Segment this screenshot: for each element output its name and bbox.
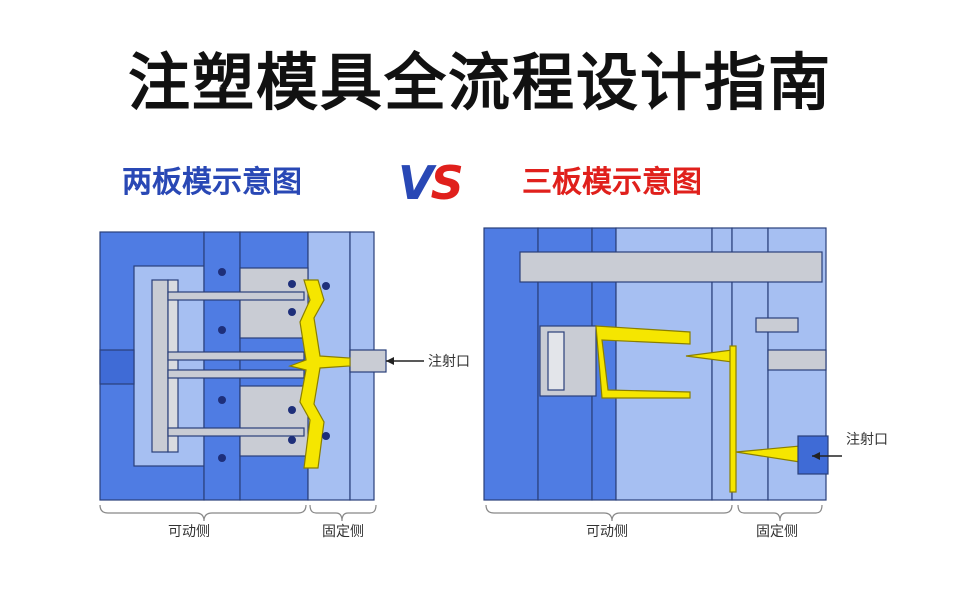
three-plate-fixed-label: 固定侧 xyxy=(756,524,798,540)
ejector-pin-1 xyxy=(167,291,305,301)
three-plate-braces xyxy=(485,504,823,522)
molded-part xyxy=(287,279,351,469)
two-plate-heading: 两板模示意图 xyxy=(122,165,302,200)
page-title: 注塑模具全流程设计指南 xyxy=(127,46,832,119)
vs-badge: VS xyxy=(398,160,464,206)
core-pin-3p xyxy=(547,331,565,391)
vs-s: S xyxy=(430,156,464,210)
locating-ring xyxy=(99,349,135,385)
clamp-plate-3p xyxy=(483,227,539,501)
two-plate-moving-label: 可动侧 xyxy=(168,524,210,540)
three-plate-heading: 三板模示意图 xyxy=(522,165,702,200)
ejector-pin-2 xyxy=(167,351,305,361)
vs-v: V xyxy=(398,156,434,210)
ejector-retainer xyxy=(167,279,179,453)
core-insert-upper xyxy=(239,267,309,339)
sprue-bushing xyxy=(349,349,387,373)
ejector-pin-4 xyxy=(167,427,305,437)
three-plate-moving-label: 可动侧 xyxy=(586,524,628,540)
ejector-pin-3 xyxy=(167,369,305,379)
two-plate-fixed-label: 固定侧 xyxy=(322,524,364,540)
core-insert-lower xyxy=(239,385,309,457)
guide-pin xyxy=(519,251,823,283)
molded-part-3p xyxy=(595,325,691,399)
screw-dots xyxy=(218,268,330,462)
puller-pin-2 xyxy=(767,349,827,371)
runner-plate-3p xyxy=(729,345,737,493)
puller-pin-1 xyxy=(755,317,799,333)
two-plate-diagram xyxy=(99,231,424,501)
three-plate-inlet-label: 注射口 xyxy=(846,432,888,448)
three-plate-diagram xyxy=(483,227,842,501)
two-plate-inlet-label: 注射口 xyxy=(428,354,470,370)
sprue-bushing-3p xyxy=(797,435,829,475)
ejector-plate xyxy=(151,279,169,453)
two-plate-braces xyxy=(99,504,377,522)
